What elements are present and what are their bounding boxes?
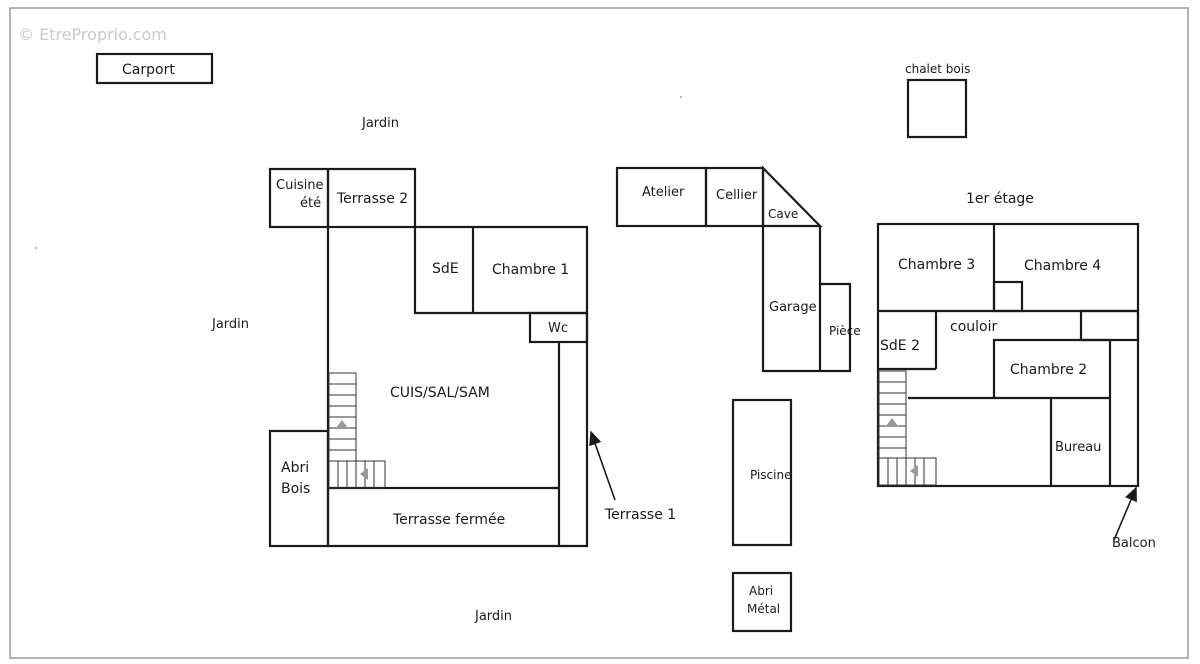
chalet-bois-box (906, 78, 968, 139)
cave-label: Cave (768, 207, 798, 221)
page-frame (9, 7, 1189, 659)
first-floor: Chambre 3 Chambre 4 couloir SdE 2 Chambr… (876, 222, 1140, 488)
sde-label: SdE (432, 261, 459, 277)
abri-bois-room (268, 429, 330, 548)
atelier-label: Atelier (642, 185, 685, 200)
abri-bois-label-2: Bois (281, 481, 310, 497)
speck (35, 247, 37, 249)
chambre-2-label: Chambre 2 (1010, 362, 1087, 378)
jardin-bottom-label: Jardin (474, 609, 512, 624)
stair-up-arrow-icon-2 (886, 418, 898, 426)
terrasse-fermee-label: Terrasse fermée (392, 512, 505, 528)
watermark: © EtreProprio.com (18, 25, 167, 44)
cellier-label: Cellier (716, 188, 758, 203)
piscine-label: Piscine (750, 468, 791, 482)
stair-left-arrow-icon-2 (910, 465, 918, 477)
abri-bois-label-1: Abri (281, 460, 309, 476)
speck (680, 96, 682, 98)
stairs-ground (328, 372, 386, 489)
terrasse-2-label: Terrasse 2 (336, 191, 408, 207)
garage-outline (761, 226, 852, 373)
stair-up-arrow-icon (336, 420, 348, 428)
carport-box (95, 52, 214, 85)
balcon-arrow (1113, 486, 1137, 541)
abri-metal-label-1: Abri (749, 584, 773, 598)
closet-box (992, 280, 1024, 313)
balcon-label: Balcon (1112, 536, 1156, 551)
chambre-1-label: Chambre 1 (492, 262, 569, 278)
first-floor-outline (876, 222, 1140, 488)
chalet-bois-label: chalet bois (905, 62, 970, 76)
cuisine-ete-label-1: Cuisine (276, 178, 324, 193)
chambre-4-label: Chambre 4 (1024, 258, 1101, 274)
terrasse-1-label: Terrasse 1 (604, 507, 676, 523)
terrasse-2-room (326, 167, 417, 229)
cave-room (761, 165, 823, 228)
cuis-sal-sam-label: CUIS/SAL/SAM (390, 385, 490, 401)
piece-label: Pièce (829, 324, 861, 338)
jardin-top-label: Jardin (361, 116, 399, 131)
premier-etage-label: 1er étage (966, 191, 1034, 207)
stairs-first (878, 370, 937, 486)
abri-metal-label-2: Métal (747, 602, 780, 616)
sde-2-label: SdE 2 (880, 338, 920, 354)
small-room-box (1079, 309, 1140, 342)
piscine-box (731, 398, 793, 547)
chambre2-wall (992, 338, 1112, 486)
carport-label: Carport (122, 62, 175, 78)
chambre-3-label: Chambre 3 (898, 257, 975, 273)
wc-label: Wc (548, 321, 568, 336)
stair-left-arrow-icon (360, 468, 368, 480)
main-house: Cuisine été Terrasse 2 SdE Chambre 1 Wc … (268, 167, 589, 548)
cuisine-ete-label-2: été (300, 196, 321, 211)
jardin-left-label: Jardin (211, 317, 249, 332)
abri-metal-box (731, 571, 793, 633)
terrasse-1-arrow (589, 430, 616, 501)
garage-label: Garage (769, 300, 817, 315)
bureau-label: Bureau (1055, 440, 1101, 455)
outbuilding: Atelier Cellier Cave Garage Pièce (615, 165, 861, 373)
couloir-label: couloir (950, 319, 997, 335)
